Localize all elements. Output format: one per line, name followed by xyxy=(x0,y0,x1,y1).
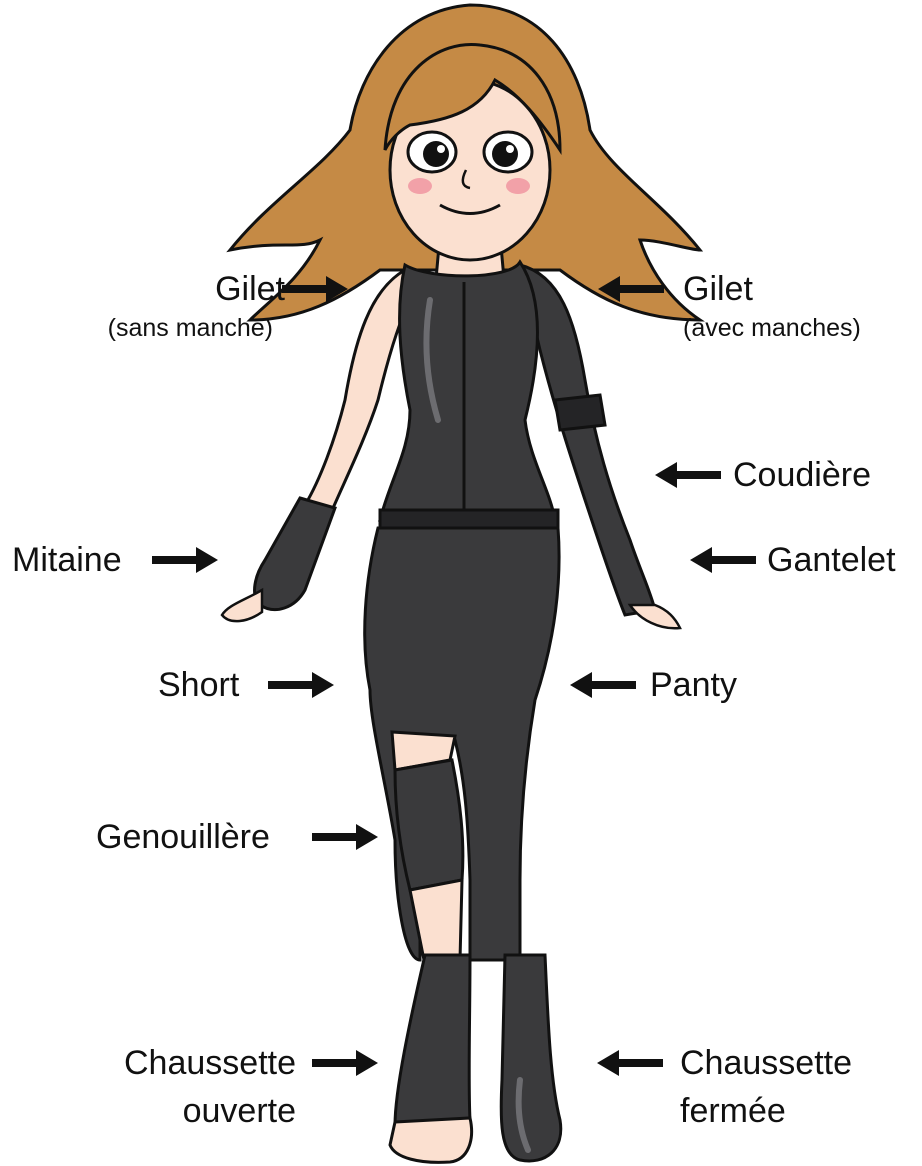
left-hand-fingers xyxy=(222,590,262,621)
arrow-right-icon xyxy=(282,276,348,302)
arrow-right-icon xyxy=(152,547,218,573)
blush-right xyxy=(506,178,530,194)
arrow-right-icon xyxy=(312,1050,378,1076)
label-panty: Panty xyxy=(650,666,737,704)
label-chaussette-ouverte-2: ouverte xyxy=(60,1092,296,1130)
label-chaussette-fermee-2: fermée xyxy=(680,1092,786,1130)
label-gilet-left-sub: (sans manche) xyxy=(60,314,273,342)
arrow-right-icon xyxy=(312,824,378,850)
label-gilet-right: Gilet xyxy=(683,270,753,308)
bare-foot xyxy=(390,1118,472,1162)
label-coudiere: Coudière xyxy=(733,456,871,494)
arrow-left-icon xyxy=(598,276,664,302)
label-gilet-right-sub: (avec manches) xyxy=(683,314,861,342)
blush-left xyxy=(408,178,432,194)
label-gantelet: Gantelet xyxy=(767,541,896,579)
genouillere-pad xyxy=(395,760,463,890)
arrow-left-icon xyxy=(597,1050,663,1076)
arrow-left-icon xyxy=(655,462,721,488)
coudiere-band xyxy=(555,395,605,430)
chaussette-fermee-sock xyxy=(501,955,561,1161)
vest-torso xyxy=(380,262,555,520)
arrow-left-icon xyxy=(690,547,756,573)
label-chaussette-fermee-1: Chaussette xyxy=(680,1044,852,1082)
vest-hem xyxy=(380,510,558,528)
label-genouillere: Genouillère xyxy=(96,818,270,856)
label-chaussette-ouverte-1: Chaussette xyxy=(60,1044,296,1082)
right-hand-fingers xyxy=(630,605,680,628)
arrow-right-icon xyxy=(268,672,334,698)
label-short: Short xyxy=(158,666,239,704)
arrow-left-icon xyxy=(570,672,636,698)
label-mitaine: Mitaine xyxy=(12,541,122,579)
chaussette-ouverte-sock xyxy=(395,955,470,1125)
mitaine-glove xyxy=(255,498,335,610)
label-gilet-left: Gilet xyxy=(180,270,285,308)
